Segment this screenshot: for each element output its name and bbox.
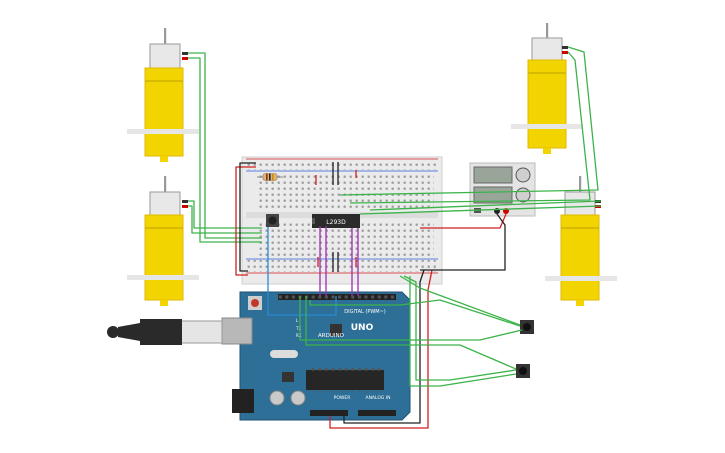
power-supply-knob-2[interactable] (515, 187, 531, 203)
power-header-label: POWER (334, 395, 351, 401)
wire-green (309, 299, 521, 327)
wire-green (369, 200, 602, 211)
wire-green (359, 205, 602, 215)
l-label: L (296, 318, 299, 323)
motor-top-left[interactable] (127, 28, 199, 162)
wire-red (235, 166, 256, 276)
wire-green (188, 205, 262, 234)
wire-green (188, 200, 262, 229)
pushbutton-2[interactable] (516, 364, 530, 378)
wire-green (409, 276, 517, 387)
motor-top-right[interactable] (511, 23, 583, 154)
breadboard-pushbutton[interactable] (266, 214, 279, 227)
wire-green (349, 51, 591, 204)
pushbutton-1[interactable] (520, 320, 534, 334)
arduino-model: UNO (351, 323, 374, 333)
reset-button[interactable] (251, 299, 259, 307)
wire-green (188, 57, 262, 243)
wires (188, 46, 602, 429)
arduino-brand: ARDUINO (318, 333, 345, 339)
wire-green (299, 296, 523, 341)
wire-green (188, 52, 262, 239)
tx-label: TX (295, 326, 301, 331)
motor-mid-left[interactable] (127, 176, 199, 306)
wire-red (420, 213, 507, 229)
resistor[interactable] (257, 173, 283, 181)
wire-red (329, 269, 433, 429)
wire-black (343, 269, 425, 424)
digital-header-label: DIGITAL (PWM~) (344, 309, 386, 315)
wire-green (305, 296, 517, 370)
motor-mid-right[interactable] (545, 176, 617, 306)
wire-green (403, 275, 517, 381)
l293d-chip: L293D (312, 214, 360, 228)
chip-label: L293D (326, 219, 346, 226)
analog-header-label: ANALOG IN (365, 395, 390, 401)
power-supply-knob-1[interactable] (515, 167, 531, 183)
wire-green (399, 275, 521, 326)
usb-cable (107, 319, 223, 345)
rx-label: RX (296, 333, 302, 338)
wire-black (239, 162, 256, 272)
arduino-uno[interactable]: ARDUINO UNO DIGITAL (PWM~) POWER ANALOG … (221, 291, 411, 421)
wire-black (420, 213, 506, 271)
wire-green (339, 46, 599, 196)
